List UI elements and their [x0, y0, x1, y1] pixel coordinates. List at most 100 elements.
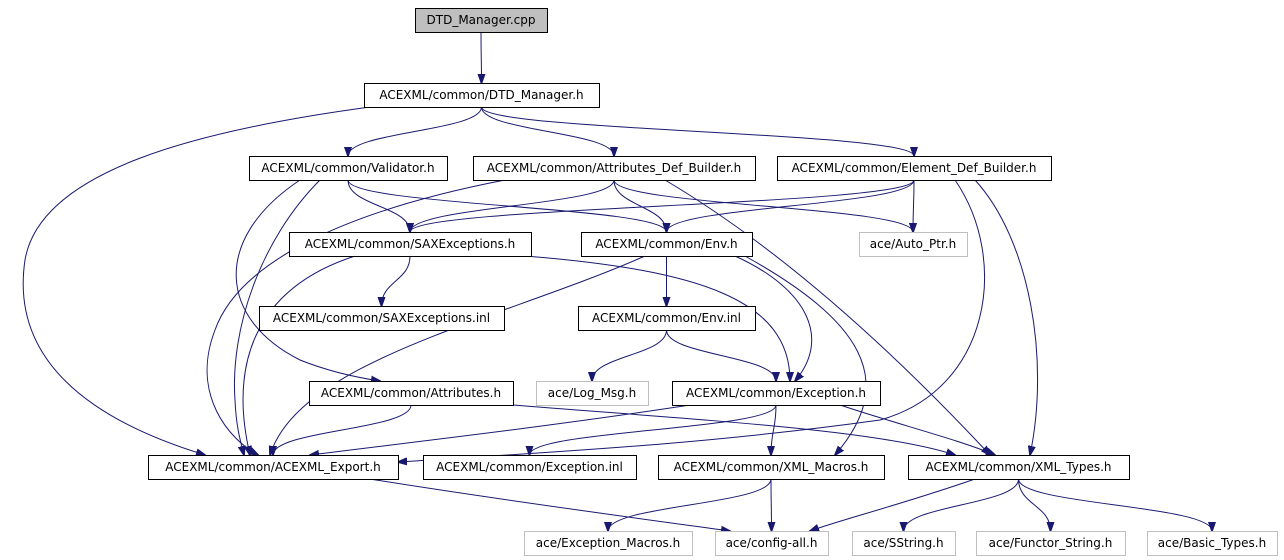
node-exception_inl[interactable]: ACEXML/common/Exception.inl: [423, 455, 637, 480]
edge-saxexceptions_h-to-exception_h: [524, 255, 790, 381]
node-label: ACEXML/common/Exception.h: [686, 386, 866, 400]
node-auto_ptr_h: ace/Auto_Ptr.h: [859, 232, 968, 257]
node-box: [524, 531, 693, 556]
node-exception_h[interactable]: ACEXML/common/Exception.h: [672, 381, 881, 406]
edge-dtd_manager_cpp-to-dtd_manager_h: [481, 31, 482, 83]
node-label: DTD_Manager.cpp: [427, 13, 536, 27]
node-config_all_h: ace/config-all.h: [715, 531, 829, 556]
node-box: [908, 455, 1130, 480]
node-box: [289, 232, 532, 257]
node-dtd_manager_h[interactable]: ACEXML/common/DTD_Manager.h: [364, 83, 600, 108]
edge-env_h-to-exception_h: [734, 255, 813, 381]
edge-attributes_h-to-xml_types_h: [512, 404, 955, 455]
edge-element_def_builder_h-to-env_h: [667, 179, 915, 232]
node-label: ACEXML/common/SAXExceptions.h: [305, 237, 516, 251]
node-box: [473, 156, 756, 181]
edge-env_inl-to-log_msg_h: [592, 329, 667, 381]
node-label: ACEXML/common/ACEXML_Export.h: [165, 460, 381, 474]
node-saxexceptions_inl[interactable]: ACEXML/common/SAXExceptions.inl: [259, 306, 505, 331]
node-label: ace/Basic_Types.h: [1158, 536, 1266, 550]
node-box: [415, 8, 548, 33]
edge-xml_types_h-to-config_all_h: [810, 478, 976, 531]
edge-element_def_builder_h-to-xml_types_h: [974, 179, 1039, 455]
node-label: ACEXML/common/Env.inl: [592, 311, 741, 325]
node-functor_string_h: ace/Functor_String.h: [976, 531, 1126, 556]
node-env_inl[interactable]: ACEXML/common/Env.inl: [578, 306, 756, 331]
node-box: [364, 83, 600, 108]
node-label: ACEXML/common/Attributes.h: [321, 386, 501, 400]
edge-attributes_def_builder_h-to-acexml_export_h: [206, 179, 506, 455]
node-label: ace/Functor_String.h: [989, 536, 1113, 550]
node-element_def_builder_h[interactable]: ACEXML/common/Element_Def_Builder.h: [777, 156, 1052, 181]
edge-xml_macros_h-to-config_all_h: [771, 478, 772, 531]
edge-env_h-to-xml_macros_h: [744, 255, 867, 455]
node-attributes_h[interactable]: ACEXML/common/Attributes.h: [309, 381, 514, 406]
node-box: [658, 455, 885, 480]
node-box: [578, 306, 756, 331]
node-box: [715, 531, 829, 556]
node-label: ACEXML/common/Element_Def_Builder.h: [792, 161, 1037, 175]
node-box: [259, 306, 505, 331]
node-label: ACEXML/common/Env.h: [595, 237, 737, 251]
edge-validator_h-to-acexml_export_h: [233, 179, 321, 455]
node-label: ace/SString.h: [863, 536, 943, 550]
node-label: ACEXML/common/Exception.inl: [436, 460, 623, 474]
node-label: ace/Log_Msg.h: [548, 386, 636, 400]
node-label: ACEXML/common/DTD_Manager.h: [379, 88, 583, 102]
edge-xml_types_h-to-functor_string_h: [1018, 478, 1051, 531]
node-basic_types_h: ace/Basic_Types.h: [1147, 531, 1278, 556]
node-box: [249, 156, 448, 181]
node-saxexceptions_h[interactable]: ACEXML/common/SAXExceptions.h: [289, 232, 532, 257]
node-xml_macros_h[interactable]: ACEXML/common/XML_Macros.h: [658, 455, 885, 480]
nodes-layer: DTD_Manager.cppACEXML/common/DTD_Manager…: [148, 8, 1278, 556]
node-label: ACEXML/common/SAXExceptions.inl: [273, 311, 490, 325]
node-label: ACEXML/common/XML_Macros.h: [674, 460, 869, 474]
edge-attributes_h-to-acexml_export_h: [273, 404, 412, 455]
node-box: [148, 455, 399, 480]
node-box: [1147, 531, 1278, 556]
edge-exception_h-to-xml_types_h: [839, 404, 995, 455]
node-box: [859, 232, 968, 257]
node-acexml_export_h[interactable]: ACEXML/common/ACEXML_Export.h: [148, 455, 399, 480]
node-label: ACEXML/common/Attributes_Def_Builder.h: [487, 161, 741, 175]
node-sstring_h: ace/SString.h: [852, 531, 956, 556]
edge-validator_h-to-env_h: [347, 179, 667, 232]
edge-element_def_builder_h-to-auto_ptr_h: [913, 179, 914, 232]
node-box: [777, 156, 1052, 181]
node-label: ACEXML/common/XML_Types.h: [925, 460, 1111, 474]
edge-acexml_export_h-to-config_all_h: [369, 478, 730, 531]
node-env_h[interactable]: ACEXML/common/Env.h: [581, 232, 753, 257]
edge-exception_h-to-exception_inl: [530, 404, 777, 455]
node-box: [536, 381, 649, 406]
edge-xml_types_h-to-basic_types_h: [1018, 478, 1213, 531]
edge-element_def_builder_h-to-saxexceptions_h: [410, 179, 915, 232]
edge-env_h-to-acexml_export_h: [270, 255, 646, 455]
edge-saxexceptions_h-to-acexml_export_h: [242, 255, 356, 455]
node-log_msg_h: ace/Log_Msg.h: [536, 381, 649, 406]
node-label: ace/config-all.h: [726, 536, 818, 550]
node-label: ACEXML/common/Validator.h: [261, 161, 434, 175]
node-box: [852, 531, 956, 556]
node-box: [976, 531, 1126, 556]
node-dtd_manager_cpp[interactable]: DTD_Manager.cpp: [415, 8, 548, 33]
node-box: [672, 381, 881, 406]
node-box: [581, 232, 753, 257]
edge-validator_h-to-attributes_h: [235, 179, 380, 381]
edge-env_inl-to-exception_h: [666, 329, 777, 381]
edge-attributes_def_builder_h-to-saxexceptions_h: [410, 179, 615, 232]
edge-xml_macros_h-to-exception_macros_h: [608, 478, 772, 531]
edge-exception_h-to-acexml_export_h: [310, 404, 691, 455]
node-label: ace/Exception_Macros.h: [536, 536, 680, 550]
edges-layer: [22, 31, 1213, 531]
edge-saxexceptions_h-to-saxexceptions_inl: [382, 255, 411, 306]
node-exception_macros_h: ace/Exception_Macros.h: [524, 531, 693, 556]
node-box: [309, 381, 514, 406]
node-validator_h[interactable]: ACEXML/common/Validator.h: [249, 156, 448, 181]
edge-exception_h-to-xml_macros_h: [771, 404, 777, 455]
node-box: [423, 455, 637, 480]
node-xml_types_h[interactable]: ACEXML/common/XML_Types.h: [908, 455, 1130, 480]
edge-dtd_manager_h-to-element_def_builder_h: [481, 106, 915, 156]
node-attributes_def_builder_h[interactable]: ACEXML/common/Attributes_Def_Builder.h: [473, 156, 756, 181]
node-label: ace/Auto_Ptr.h: [870, 237, 956, 251]
edge-xml_types_h-to-sstring_h: [904, 478, 1019, 531]
